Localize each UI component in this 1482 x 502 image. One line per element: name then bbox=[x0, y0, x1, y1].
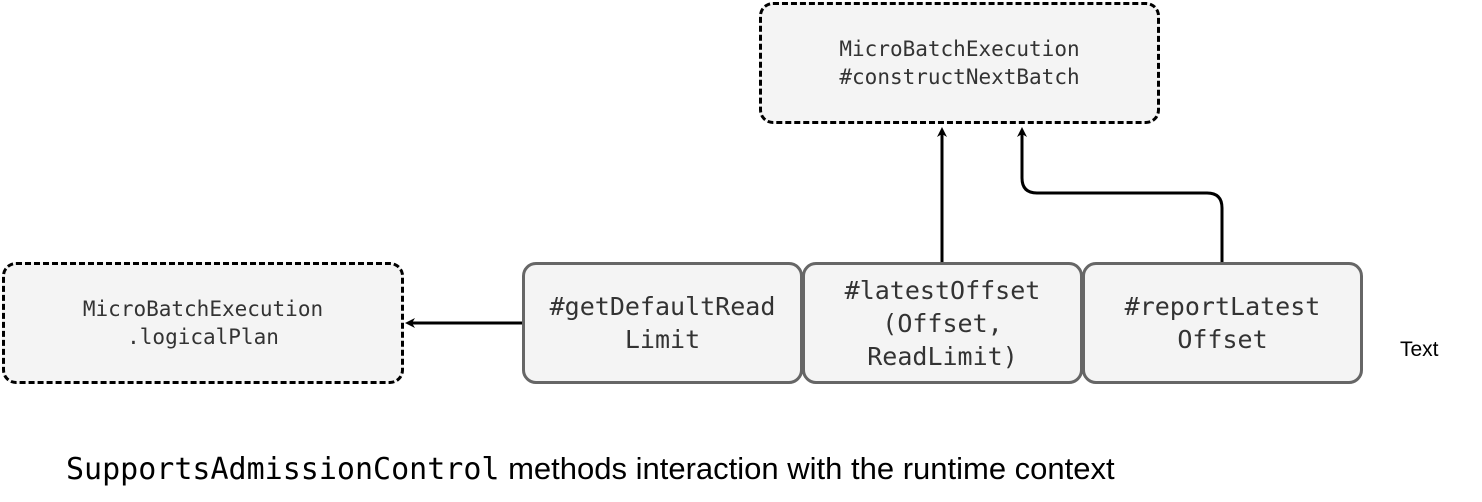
caption-code: SupportsAdmissionControl bbox=[66, 452, 500, 487]
diagram-caption: SupportsAdmissionControl methods interac… bbox=[66, 451, 1115, 487]
node-construct-next-batch-label: MicroBatchExecution #constructNextBatch bbox=[839, 37, 1080, 89]
node-logical-plan: MicroBatchExecution .logicalPlan bbox=[2, 262, 404, 384]
node-latest-offset-label: #latestOffset (Offset, ReadLimit) bbox=[844, 275, 1041, 371]
caption-text: methods interaction with the runtime con… bbox=[499, 451, 1115, 486]
text-label: Text bbox=[1400, 338, 1439, 361]
node-get-default-read-limit: #getDefaultRead Limit bbox=[522, 262, 803, 384]
node-construct-next-batch: MicroBatchExecution #constructNextBatch bbox=[759, 2, 1160, 124]
edge-report-latest-offset-to-construct-next-batch bbox=[1017, 127, 1224, 262]
node-get-default-read-limit-label: #getDefaultRead Limit bbox=[549, 292, 776, 354]
node-report-latest-offset: #reportLatest Offset bbox=[1082, 262, 1363, 384]
node-latest-offset: #latestOffset (Offset, ReadLimit) bbox=[802, 262, 1083, 384]
node-report-latest-offset-label: #reportLatest Offset bbox=[1124, 292, 1321, 354]
node-logical-plan-label: MicroBatchExecution .logicalPlan bbox=[82, 297, 324, 349]
